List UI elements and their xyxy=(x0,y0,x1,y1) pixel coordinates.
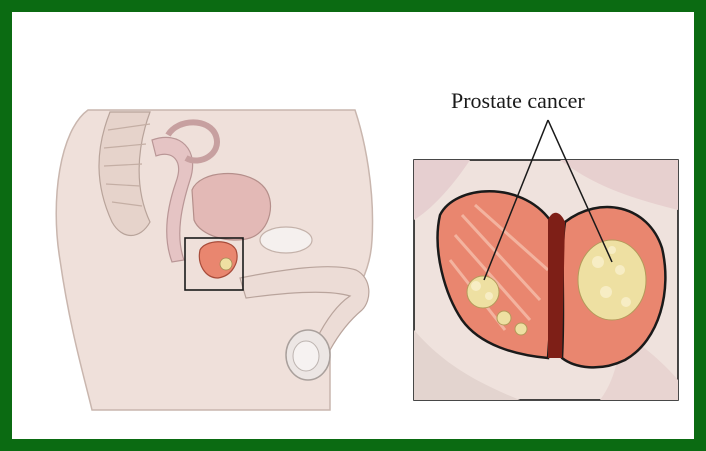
pubic-bone xyxy=(260,227,312,253)
tumor-small-1 xyxy=(497,311,511,325)
sagittal-cross-section xyxy=(56,110,372,410)
testis-inner xyxy=(293,341,319,371)
tumor-small xyxy=(220,258,232,270)
urethra xyxy=(548,213,565,358)
bladder xyxy=(192,174,271,240)
prostate-cancer-label: Prostate cancer xyxy=(451,88,585,114)
tumor-right xyxy=(578,240,646,320)
tumor-small-2 xyxy=(515,323,527,335)
tumor-left xyxy=(467,276,499,308)
magnified-prostate-panel xyxy=(414,120,678,400)
